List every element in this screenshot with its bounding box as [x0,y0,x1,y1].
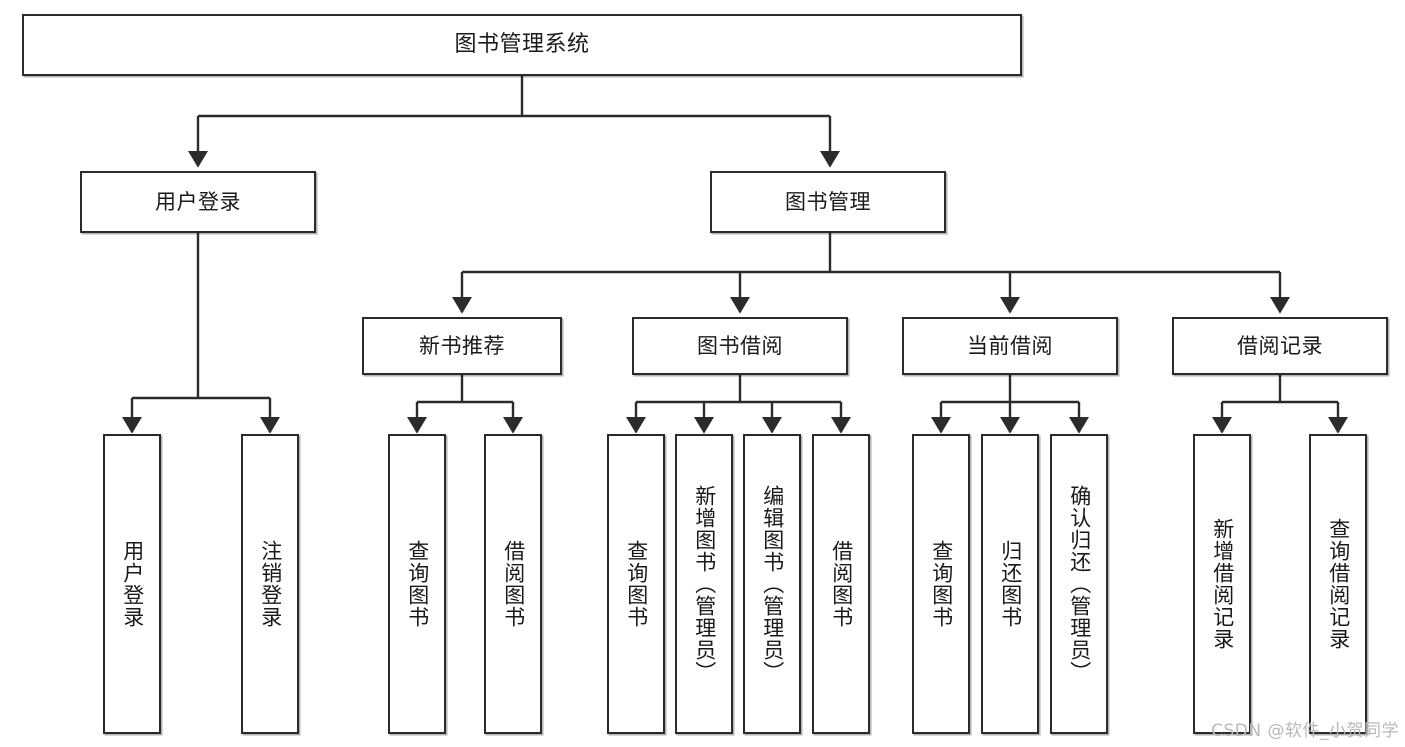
node-borrow-record[interactable]: 借阅记录 [1172,317,1388,375]
leaf-new-book-1[interactable]: 借阅图书 [484,434,542,734]
node-book-borrow[interactable]: 图书借阅 [632,317,848,375]
leaf-borrow-record-0-label: 新增借阅记录 [1210,518,1235,650]
leaf-borrow-record-1[interactable]: 查询借阅记录 [1309,434,1367,734]
leaf-new-book-0[interactable]: 查询图书 [388,434,446,734]
leaf-current-borrow-0-label: 查询图书 [929,540,954,628]
node-root[interactable]: 图书管理系统 [22,14,1022,76]
leaf-book-borrow-1[interactable]: 新增图书（管理员） [675,434,733,734]
leaf-current-borrow-2-label: 确认归还（管理员） [1067,485,1092,683]
leaf-borrow-record-1-label: 查询借阅记录 [1326,518,1351,650]
leaf-book-borrow-0[interactable]: 查询图书 [607,434,665,734]
node-book-borrow-label: 图书借阅 [697,333,783,358]
leaf-current-borrow-2[interactable]: 确认归还（管理员） [1050,434,1108,734]
leaf-user-login-0-label: 用户登录 [120,540,145,628]
node-root-label: 图书管理系统 [454,32,590,58]
leaf-current-borrow-1-label: 归还图书 [998,540,1023,628]
node-book-manage-label: 图书管理 [785,189,871,214]
leaf-book-borrow-3-label: 借阅图书 [829,540,854,628]
node-book-manage[interactable]: 图书管理 [710,171,946,233]
leaf-book-borrow-2[interactable]: 编辑图书（管理员） [743,434,801,734]
leaf-current-borrow-1[interactable]: 归还图书 [981,434,1039,734]
leaf-book-borrow-3[interactable]: 借阅图书 [812,434,870,734]
node-current-borrow-label: 当前借阅 [967,333,1053,358]
leaf-book-borrow-2-label: 编辑图书（管理员） [760,485,785,683]
node-user-login[interactable]: 用户登录 [80,171,316,233]
leaf-user-login-1-label: 注销登录 [258,540,283,628]
leaf-book-borrow-1-label: 新增图书（管理员） [692,485,717,683]
node-new-book[interactable]: 新书推荐 [362,317,562,375]
node-user-login-label: 用户登录 [155,189,241,214]
leaf-current-borrow-0[interactable]: 查询图书 [912,434,970,734]
leaf-new-book-0-label: 查询图书 [405,540,430,628]
node-current-borrow[interactable]: 当前借阅 [902,317,1118,375]
leaf-user-login-1[interactable]: 注销登录 [241,434,299,734]
leaf-borrow-record-0[interactable]: 新增借阅记录 [1193,434,1251,734]
leaf-new-book-1-label: 借阅图书 [501,540,526,628]
leaf-user-login-0[interactable]: 用户登录 [103,434,161,734]
node-new-book-label: 新书推荐 [419,333,505,358]
leaf-book-borrow-0-label: 查询图书 [624,540,649,628]
node-borrow-record-label: 借阅记录 [1237,333,1323,358]
